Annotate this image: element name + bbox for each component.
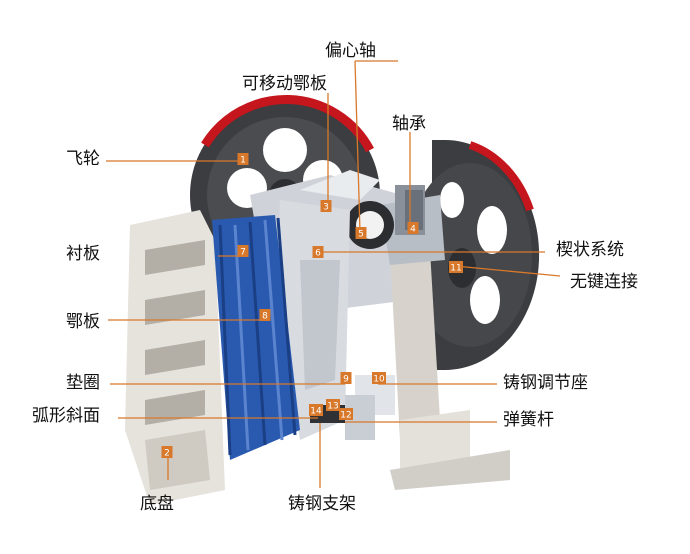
badge-number: 4 — [410, 225, 416, 235]
label-spring-rod: 弹簧杆 — [503, 410, 554, 430]
badge-13: 13 — [326, 399, 340, 412]
badge-4: 4 — [407, 222, 419, 235]
badge-number: 14 — [310, 407, 322, 417]
label-eccentric-shaft: 偏心轴 — [325, 41, 376, 61]
label-bottom-plate: 底盘 — [140, 494, 174, 514]
label-liner: 衬板 — [66, 244, 100, 264]
label-cast-steel-adjuster: 铸钢调节座 — [503, 373, 588, 393]
label-flywheel: 飞轮 — [66, 149, 100, 169]
badge-number: 9 — [343, 375, 349, 385]
badge-number: 5 — [358, 230, 364, 240]
label-gasket: 垫圈 — [66, 373, 100, 393]
badge-number: 13 — [327, 402, 338, 412]
badge-12: 12 — [339, 408, 353, 421]
badge-5: 5 — [355, 227, 367, 240]
label-wedge-system: 楔状系统 — [556, 240, 624, 260]
badge-3: 3 — [320, 200, 332, 213]
badge-number: 10 — [373, 375, 385, 385]
badge-8: 8 — [259, 309, 271, 322]
badge-number: 8 — [262, 312, 268, 322]
leader-lines — [106, 60, 561, 488]
badge-6: 6 — [312, 246, 324, 259]
label-bearing: 轴承 — [392, 114, 426, 134]
badge-7: 7 — [237, 245, 249, 258]
label-movable-jaw: 可移动鄂板 — [242, 74, 327, 94]
badge-number: 6 — [315, 249, 321, 259]
label-arc-slope: 弧形斜面 — [32, 406, 100, 426]
leader-line — [454, 265, 561, 277]
badge-14: 14 — [309, 404, 323, 417]
side-frame — [125, 210, 225, 505]
leader-line — [354, 60, 361, 233]
badge-number: 3 — [323, 203, 329, 213]
ground-shadow — [390, 450, 510, 490]
label-cast-steel-bracket: 铸钢支架 — [288, 494, 356, 514]
badge-number: 2 — [164, 449, 170, 459]
badge-1: 1 — [237, 153, 249, 166]
badge-number: 7 — [240, 248, 246, 258]
right-flywheel — [408, 140, 540, 370]
badge-11: 11 — [449, 261, 463, 274]
badge-number: 12 — [340, 411, 351, 421]
badge-number: 11 — [450, 264, 461, 274]
badge-9: 9 — [340, 372, 352, 385]
label-keyless-connection: 无键连接 — [570, 272, 638, 292]
badge-10: 10 — [372, 372, 386, 385]
jaw-plate — [212, 215, 300, 460]
badge-number: 1 — [240, 156, 246, 166]
label-jaw-plate: 鄂板 — [66, 312, 100, 332]
badge-2: 2 — [161, 446, 173, 459]
